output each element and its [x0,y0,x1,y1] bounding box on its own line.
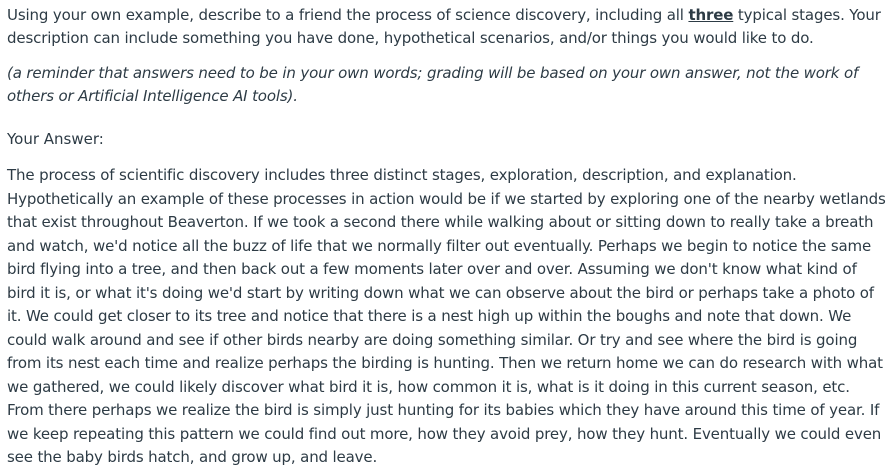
reminder-note: (a reminder that answers need to be in y… [7,64,859,105]
question-text-before: Using your own example, describe to a fr… [7,6,689,24]
question-prompt: Using your own example, describe to a fr… [7,4,886,50]
question-text-after: typical stages. Your description can inc… [7,6,881,47]
question-emphasis: three [688,6,734,24]
answer-label: Your Answer: [7,130,104,148]
answer-text: The process of scientific discovery incl… [7,166,886,466]
